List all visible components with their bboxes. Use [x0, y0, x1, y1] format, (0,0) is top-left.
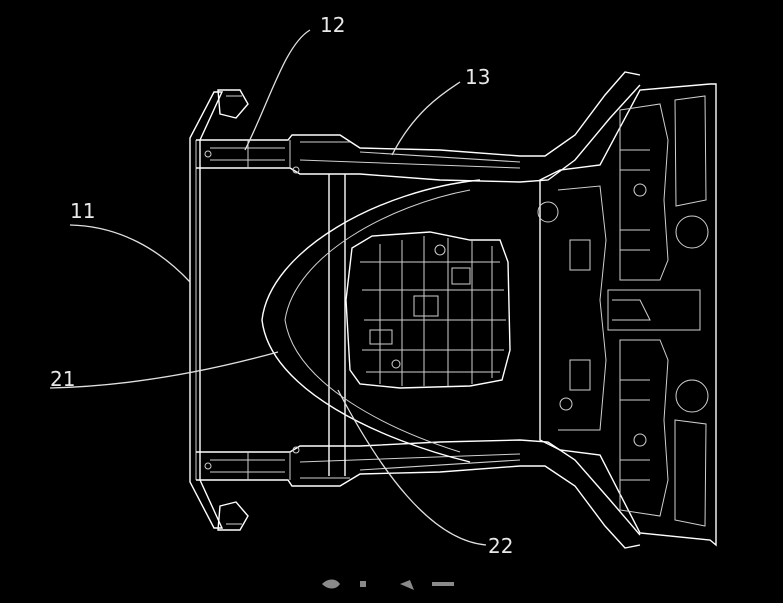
leader-11 [69, 224, 191, 283]
leader-13 [391, 81, 461, 156]
powertrain-block [345, 231, 511, 389]
upper-longitudinal-rail [196, 71, 641, 183]
leader-12 [244, 29, 311, 151]
leader-lines [49, 29, 487, 546]
leader-21 [49, 351, 279, 389]
watermark-mark [322, 579, 454, 590]
cross-beam [328, 174, 346, 476]
leader-22 [337, 389, 487, 546]
callout-labels: 11 12 13 21 22 [50, 13, 513, 558]
callout-11: 11 [70, 199, 95, 223]
callout-13: 13 [465, 65, 490, 89]
callout-12: 12 [320, 13, 345, 37]
dash-panel-structure [537, 83, 717, 547]
callout-21: 21 [50, 367, 75, 391]
callout-22: 22 [488, 534, 513, 558]
lower-longitudinal-rail [196, 439, 641, 549]
arc-structure [261, 179, 481, 463]
front-bumper-beam [189, 89, 249, 531]
